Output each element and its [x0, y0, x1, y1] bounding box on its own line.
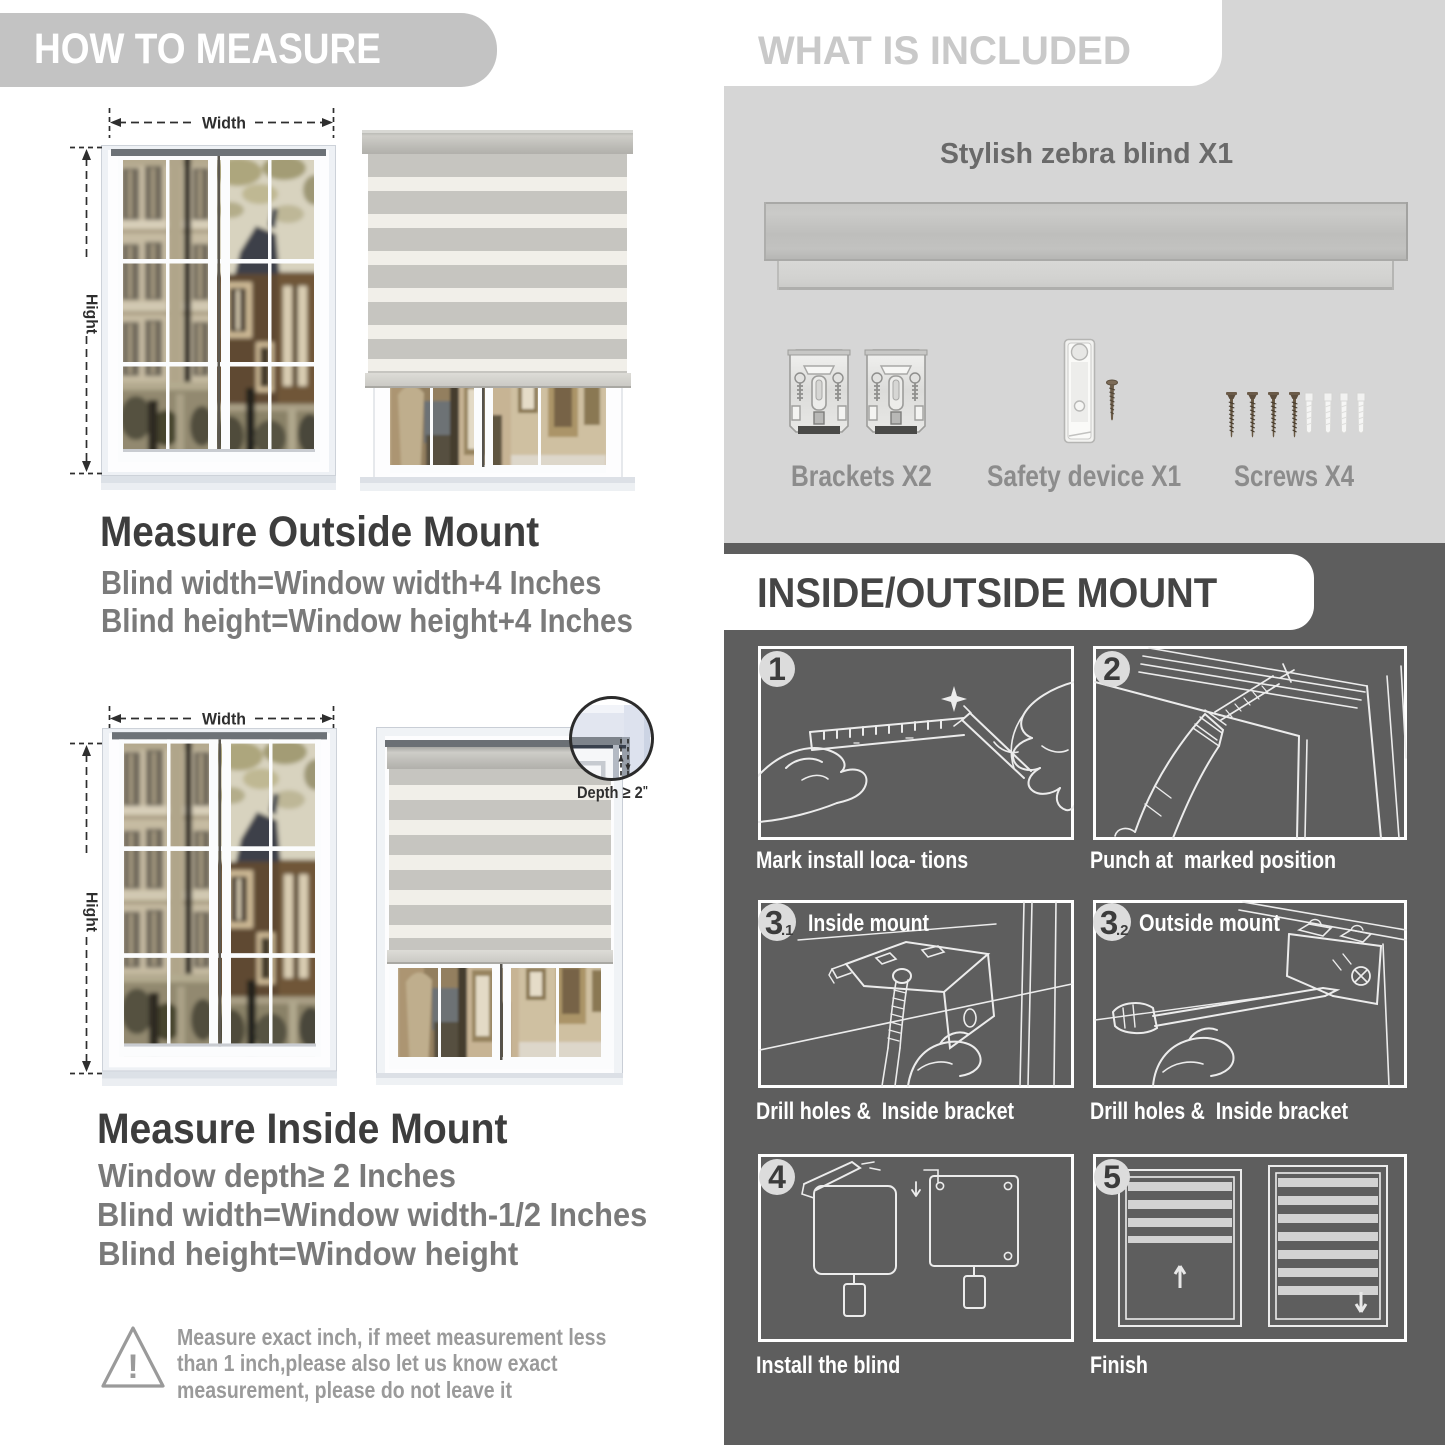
svg-text:5: 5: [1103, 1159, 1121, 1195]
svg-text:4: 4: [768, 1159, 786, 1195]
svg-text:2: 2: [1103, 651, 1121, 687]
svg-text:Width: Width: [202, 114, 246, 133]
svg-text:Outside mount: Outside mount: [1139, 910, 1280, 937]
svg-text:Hight: Hight: [83, 892, 100, 933]
svg-text:Hight: Hight: [83, 294, 100, 335]
svg-text:.2: .2: [1116, 922, 1129, 939]
svg-text:Width: Width: [202, 710, 246, 729]
svg-text:1: 1: [768, 651, 786, 687]
svg-text:Inside mount: Inside mount: [808, 910, 929, 937]
svg-text:!: !: [127, 1348, 138, 1386]
svg-text:3: 3: [1100, 904, 1118, 941]
svg-text:.1: .1: [781, 922, 794, 939]
svg-text:3: 3: [765, 904, 783, 941]
